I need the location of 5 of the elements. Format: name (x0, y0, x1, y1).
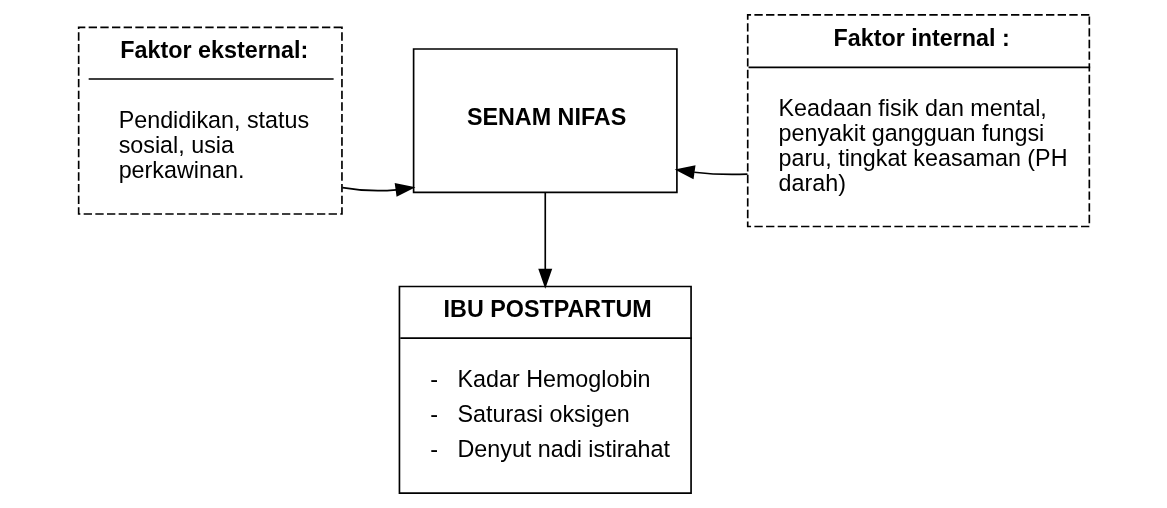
arrow (537, 192, 552, 289)
node-box: Faktor eksternal: Pendidikan, status sosial, usia perkawinan. (77, 26, 343, 215)
arrow (674, 165, 748, 180)
arrow (341, 182, 415, 197)
node-box: SENAM NIFAS (412, 48, 678, 194)
